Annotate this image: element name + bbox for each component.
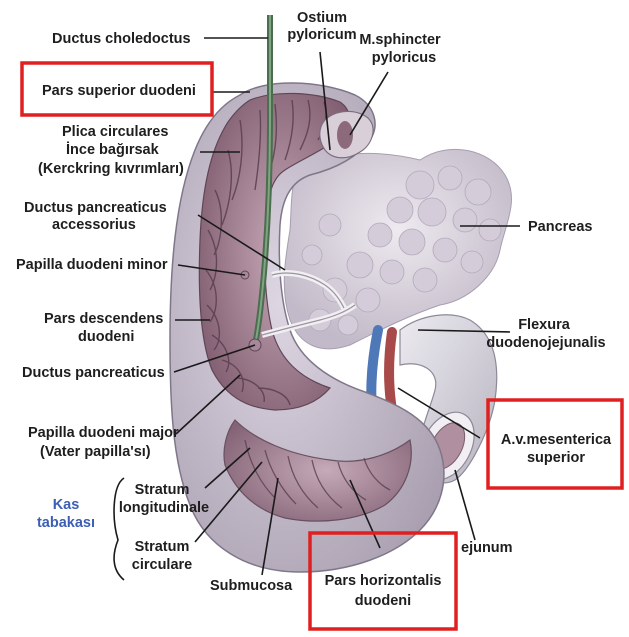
label-stratum-long-line2: longitudinale [119,500,209,516]
label-flexura-line2: duodenojejunalis [486,335,605,351]
label-pancreas: Pancreas [528,219,593,235]
label-sphincter-line2: pyloricus [372,50,436,66]
label-plica-line2: İnce bağırsak [66,141,160,158]
label-mesenterica-line1: A.v.mesenterica [501,432,612,448]
label-submucosa: Submucosa [210,578,293,594]
label-plica-line1: Plica circulares [62,124,168,140]
label-flexura-line1: Flexura [518,317,571,333]
label-ostium-line1: Ostium [297,10,347,26]
label-stratum-circ-line2: circulare [132,557,192,573]
label-pars-superior: Pars superior duodeni [42,83,196,99]
label-pancreaticus-acc-line1: Ductus pancreaticus [24,200,167,216]
label-stratum-long-line1: Stratum [135,482,190,498]
label-kas-line1: Kas [53,497,80,513]
label-pancreaticus-acc-line2: accessorius [52,217,136,233]
label-ostium-line2: pyloricum [287,27,356,43]
label-pars-horizontalis-line2: duodeni [355,593,411,609]
label-papilla-minor: Papilla duodeni minor [16,257,168,273]
label-ductus-pancreaticus: Ductus pancreaticus [22,365,165,381]
label-pars-descendens-line1: Pars descendens [44,311,163,327]
label-pars-horizontalis-line1: Pars horizontalis [325,573,442,589]
label-papilla-major-line2: (Vater papilla'sı) [40,444,151,460]
label-jejunum: ejunum [461,540,513,556]
label-papilla-major-line1: Papilla duodeni major [28,425,179,441]
label-plica-line3: (Kerckring kıvrımları) [38,161,184,177]
label-sphincter-line1: M.sphincter [359,32,441,48]
label-pars-descendens-line2: duodeni [78,329,134,345]
label-mesenterica-line2: superior [527,450,585,466]
label-ductus-choledoctus: Ductus choledoctus [52,31,191,47]
label-kas-line2: tabakası [37,515,95,531]
label-stratum-circ-line1: Stratum [135,539,190,555]
